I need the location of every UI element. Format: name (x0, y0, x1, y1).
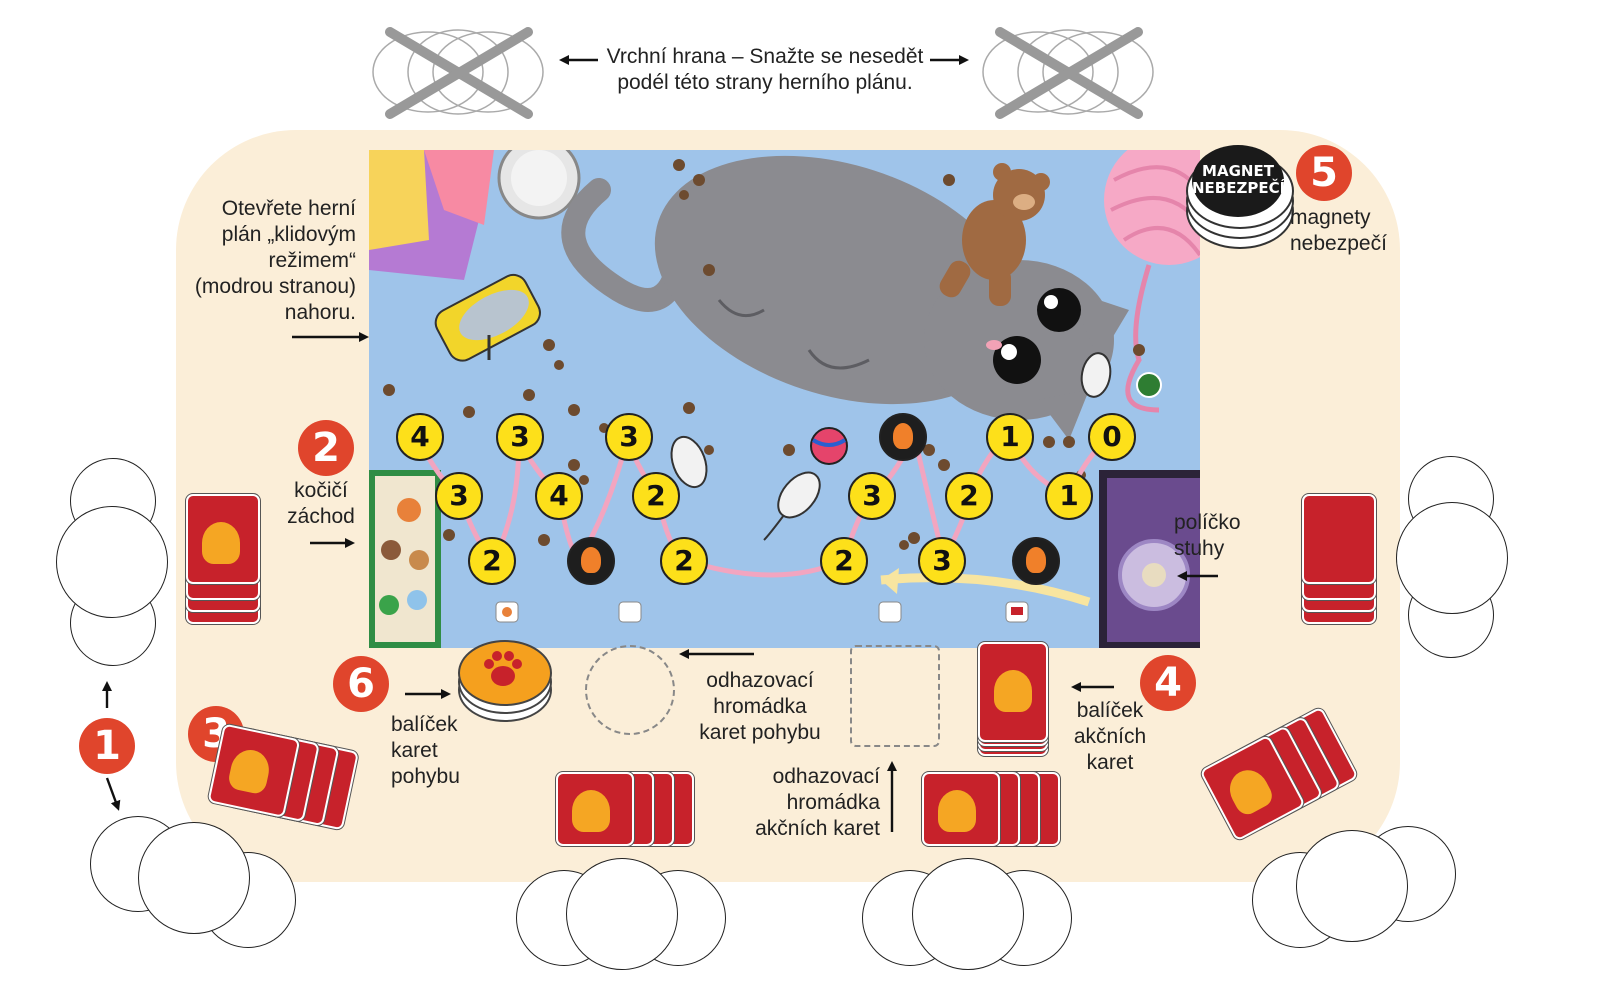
magnet-token-line1: MAGNET (1202, 162, 1274, 180)
top-edge-line2: podél této strany herního plánu. (617, 71, 913, 94)
badge-6: 6 (333, 656, 389, 712)
danger-space-icon (1012, 537, 1060, 585)
cat-icon (561, 155, 1129, 440)
crossed-seats-left (372, 27, 544, 119)
cat-icon (938, 790, 976, 832)
track-space: 4 (396, 413, 444, 461)
cat-icon (226, 746, 273, 796)
track-space: 1 (1045, 472, 1093, 520)
board-illustration (369, 150, 1200, 648)
badge-2: 2 (298, 420, 354, 476)
game-board: 4 3 3 1 0 3 4 2 3 2 1 2 2 2 3 (369, 150, 1200, 648)
track-space: 2 (820, 537, 868, 585)
teddy-bear-icon (939, 163, 1050, 306)
seat-left (56, 506, 168, 618)
track-space: 3 (605, 413, 653, 461)
danger-space-icon (567, 537, 615, 585)
action-discard-label: odhazovací hromádka akčních karet (755, 765, 880, 840)
sardine-can-icon (434, 273, 541, 362)
badge-1: 1 (79, 718, 135, 774)
track-space: 2 (660, 537, 708, 585)
cat-toilet-label: kočičí záchod (287, 479, 355, 528)
danger-magnets-label: magnety nebezpečí (1290, 206, 1387, 255)
action-discard-pile (850, 645, 940, 747)
cat-icon (202, 522, 240, 564)
track-space: 3 (918, 537, 966, 585)
track-space: 3 (435, 472, 483, 520)
track-space: 2 (632, 472, 680, 520)
track-space: 2 (468, 537, 516, 585)
action-deck-label: balíček akčních karet (1073, 699, 1147, 774)
track-space: 0 (1088, 413, 1136, 461)
open-board-note: Otevřete herní plán „klidovým režimem“ (… (194, 197, 356, 324)
magnet-token-line2: NEBEZPEČÍ (1192, 179, 1286, 197)
player-hand-bottom-mid (556, 772, 696, 852)
player-hand-bottom-right (922, 772, 1062, 852)
cat-icon (994, 670, 1032, 712)
paw-icon (484, 651, 522, 686)
seat-bottom-right (912, 858, 1024, 970)
movement-discard-label: odhazovací hromádka karet pohybu (699, 669, 821, 744)
seat-far-right (1296, 830, 1408, 942)
track-space: 2 (945, 472, 993, 520)
badge-5: 5 (1296, 145, 1352, 201)
top-edge-line1: Vrchní hrana – Snažte se nesedět (606, 45, 924, 68)
movement-discard-pile (585, 645, 675, 735)
seat-bottom-mid (566, 858, 678, 970)
danger-magnet-stack: MAGNET NEBEZPEČÍ (1186, 145, 1294, 249)
track-space: 3 (496, 413, 544, 461)
track-space: 1 (986, 413, 1034, 461)
magnet-token: MAGNET NEBEZPEČÍ (1192, 145, 1286, 217)
seat-bottom-left (138, 822, 250, 934)
seat-right (1396, 502, 1508, 614)
cat-icon (1222, 763, 1277, 819)
movement-deck-label: balíček karet pohybu (391, 713, 460, 788)
crossed-seats-right (982, 27, 1154, 119)
danger-space-icon (879, 413, 927, 461)
action-deck (978, 642, 1058, 756)
movement-deck (458, 640, 552, 722)
track-space: 4 (535, 472, 583, 520)
top-edge-note: Vrchní hrana – Snažte se nesedět podél t… (600, 44, 930, 96)
mouse-icon (670, 352, 1112, 541)
badge-4: 4 (1140, 655, 1196, 711)
player-hand-left (186, 494, 266, 634)
ribbon-space-label: políčko stuhy (1174, 511, 1241, 560)
track-space: 3 (848, 472, 896, 520)
player-hand-right (1302, 494, 1382, 634)
cat-icon (572, 790, 610, 832)
